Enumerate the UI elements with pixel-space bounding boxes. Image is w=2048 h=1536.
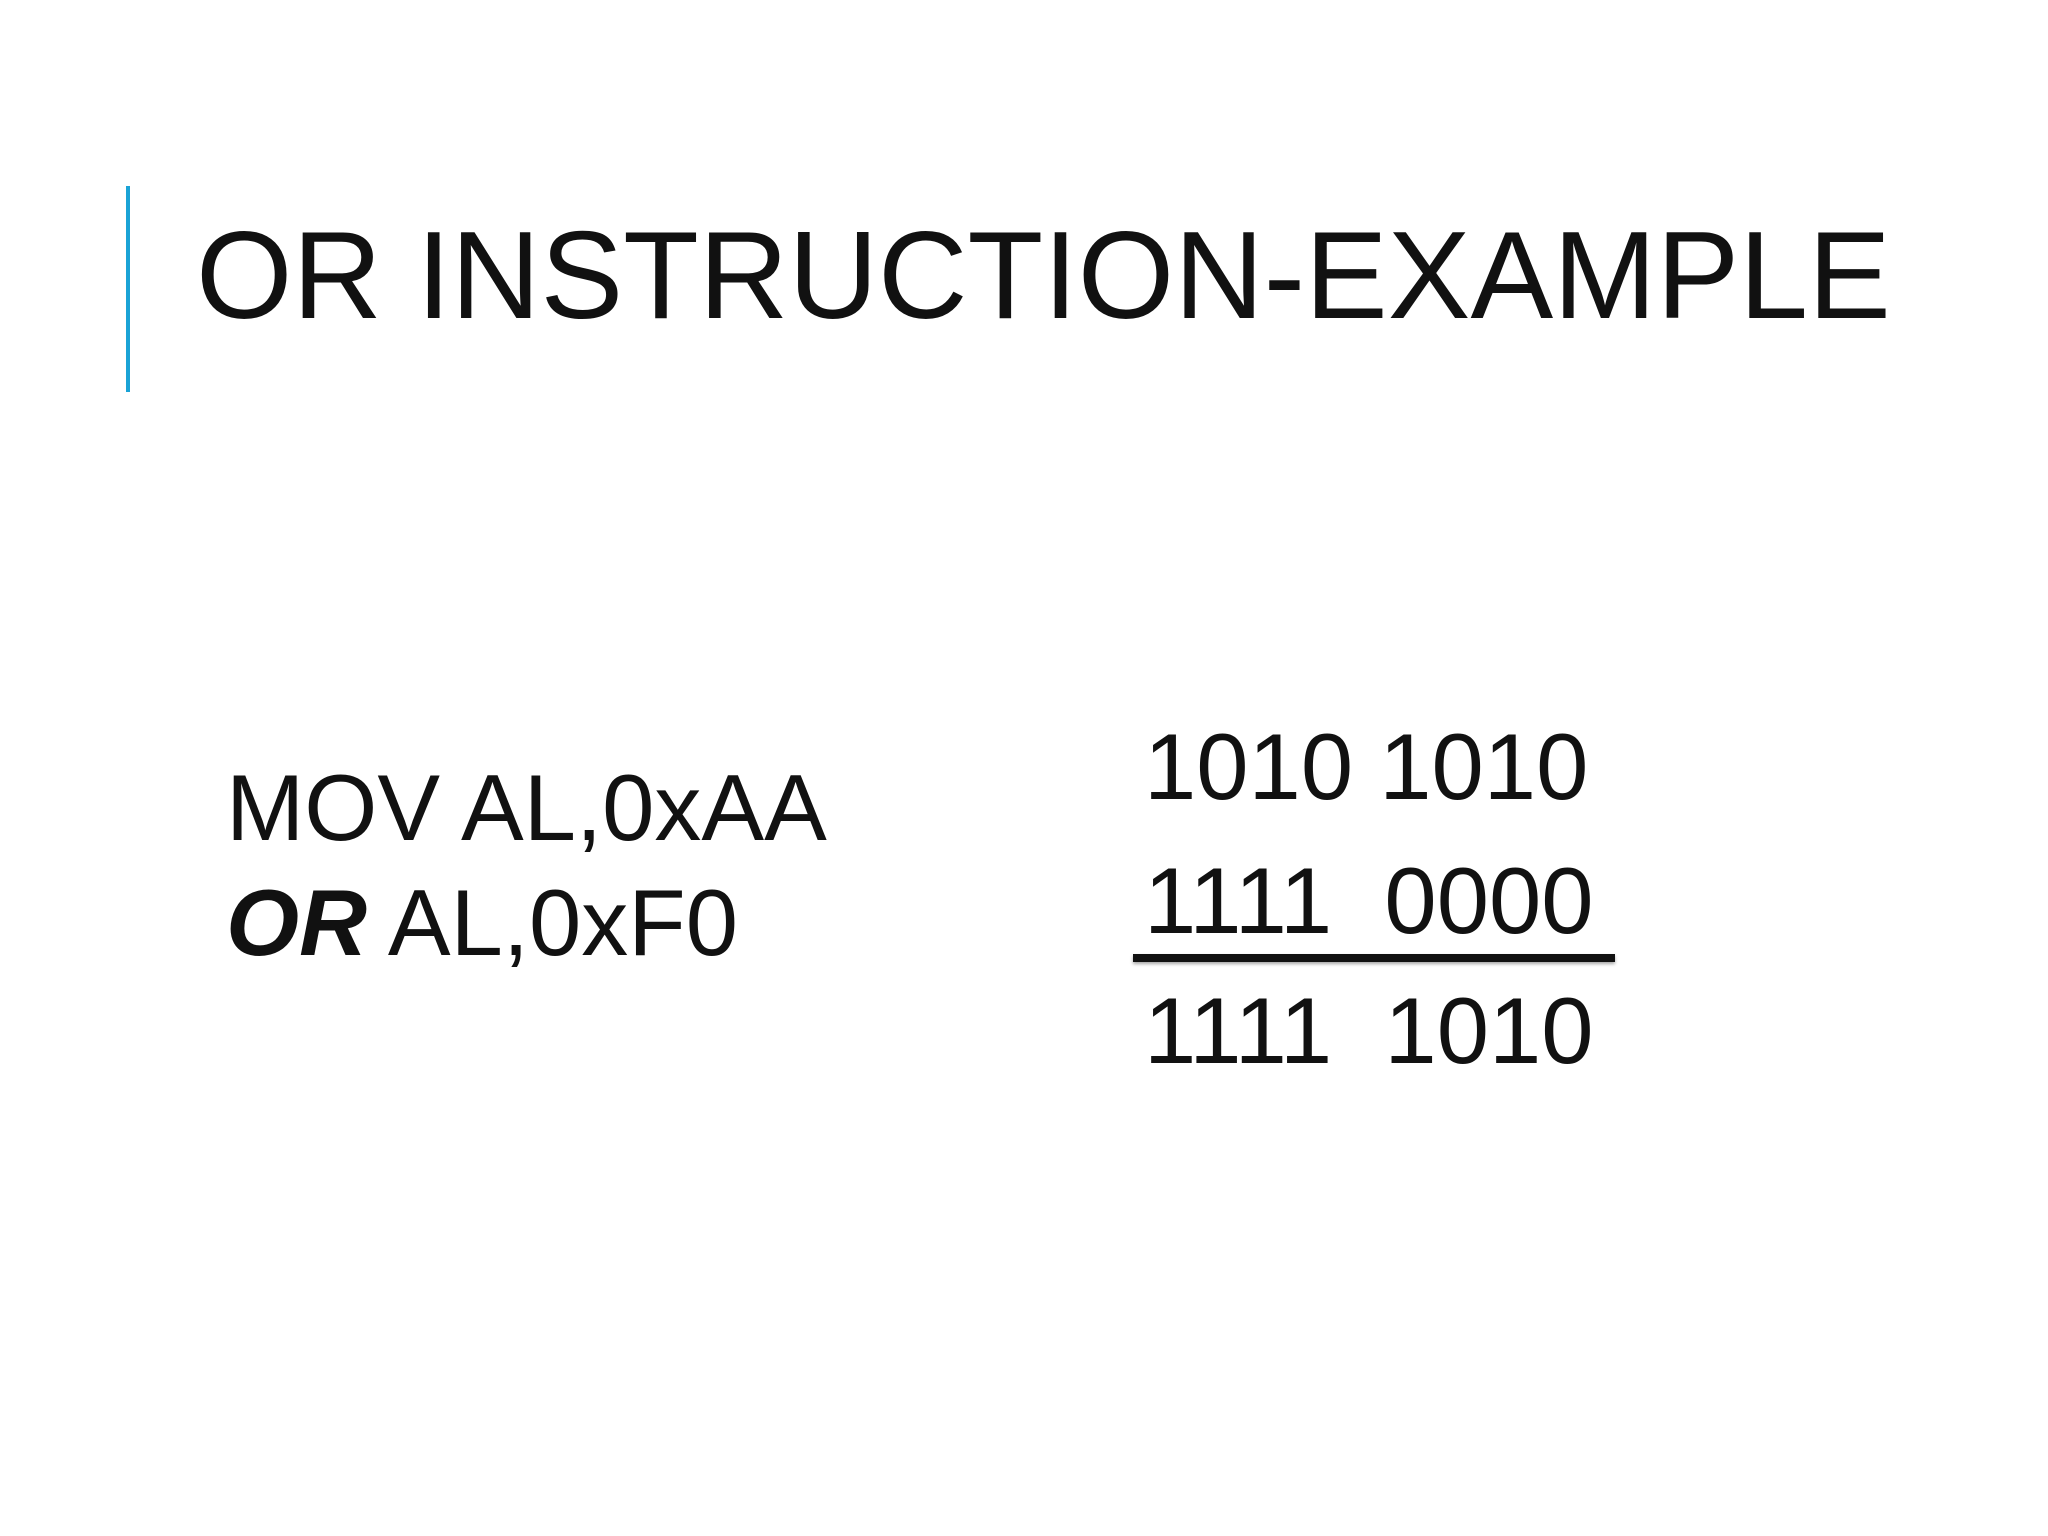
or-operands: AL,0xF0: [367, 870, 738, 975]
or-keyword: OR: [226, 870, 367, 975]
code-line-mov: MOV AL,0xAA: [226, 755, 827, 860]
title-accent-bar: [126, 186, 130, 392]
binary-result: 1111 1010: [1144, 978, 1594, 1083]
slide-title: OR INSTRUCTION-EXAMPLE: [196, 207, 1891, 345]
result-divider-line: [1133, 954, 1615, 962]
binary-operand-2: 1111 0000: [1144, 848, 1594, 953]
code-line-or: OR AL,0xF0: [226, 865, 827, 980]
binary-operand-1: 1010 1010: [1144, 714, 1589, 819]
assembly-code-block: MOV AL,0xAA OR AL,0xF0: [226, 750, 827, 980]
